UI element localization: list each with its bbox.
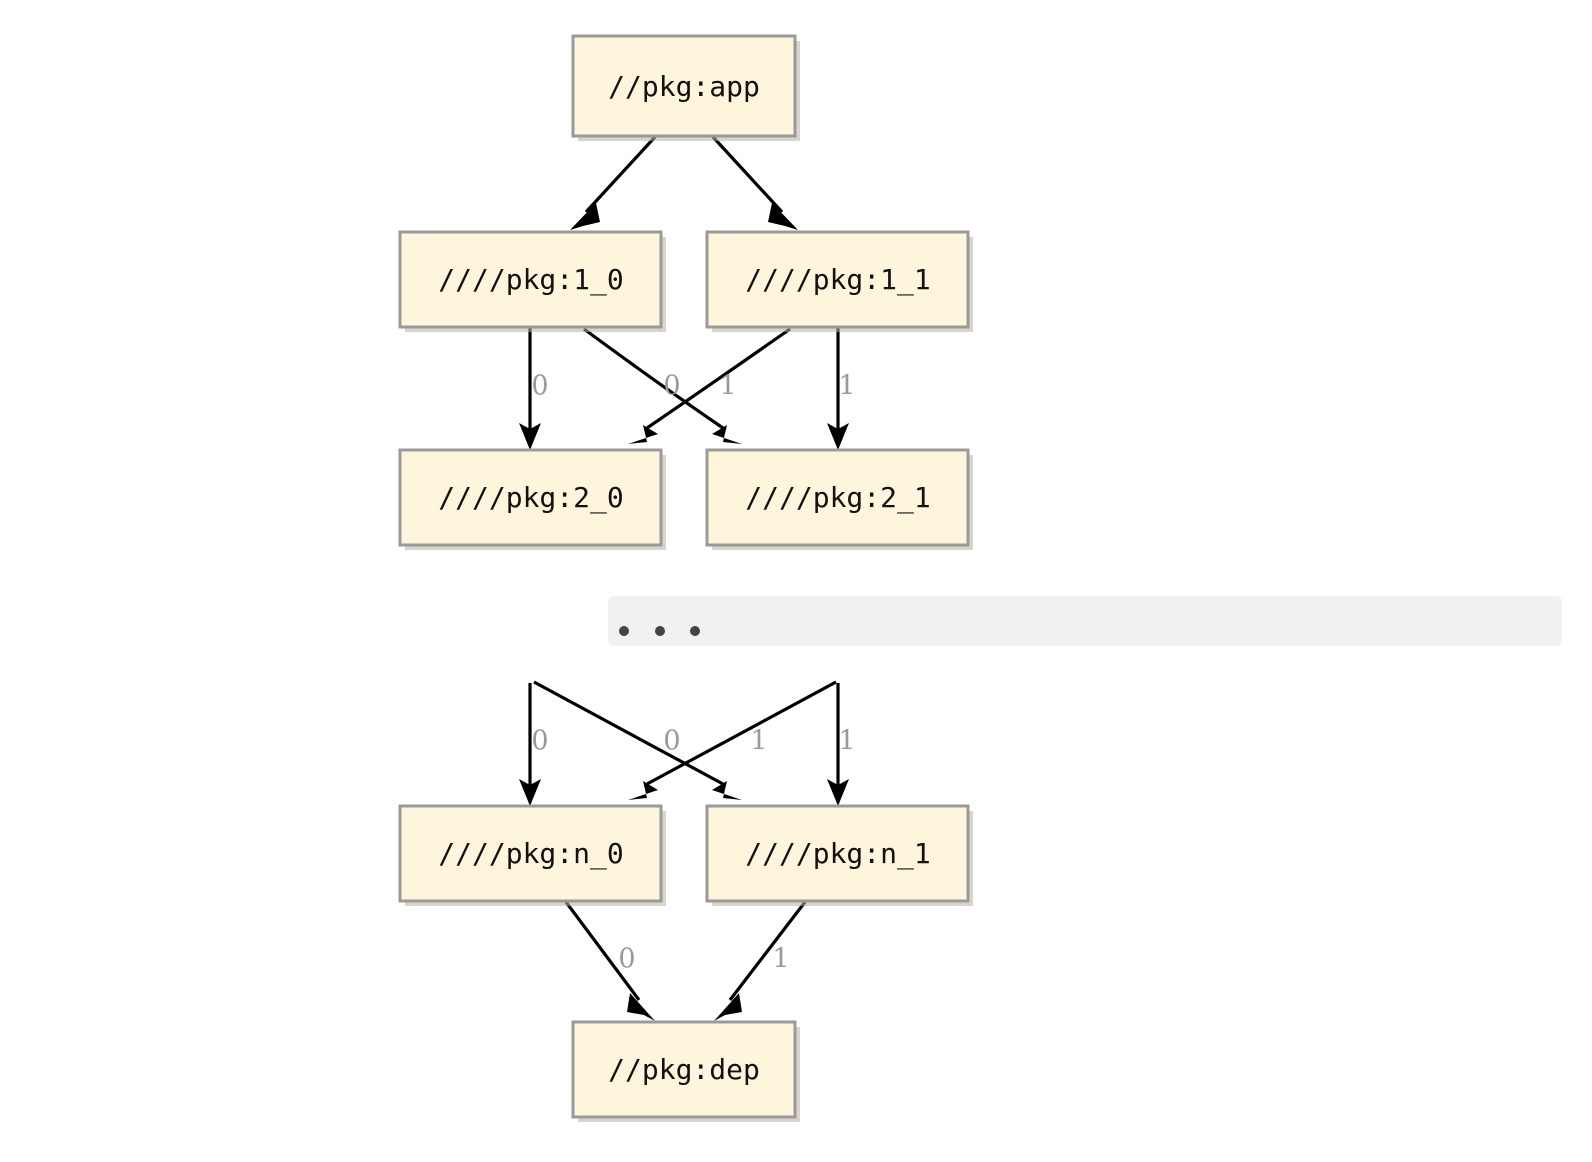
edge-line (711, 135, 784, 214)
edge-truncated-to-n_0-crossing[interactable] (628, 680, 837, 800)
arrowhead-icon (768, 203, 798, 230)
edge-1_0-to-2_1[interactable] (583, 327, 742, 444)
node-label: ////pkg:1_1 (745, 263, 930, 297)
arrowhead-icon (827, 423, 849, 450)
ellipsis-dot (655, 626, 665, 636)
edge-1_0-to-2_0[interactable] (519, 328, 541, 450)
node-box (571, 34, 797, 138)
ellipsis-dot (619, 626, 629, 636)
node-label: ////pkg:n_0 (438, 837, 623, 871)
node-box (705, 230, 970, 329)
edge-label-0-i: 0 (618, 944, 635, 975)
ellipsis-band (608, 596, 1562, 646)
arrowhead-icon (628, 425, 658, 444)
node-2_0[interactable]: ////pkg:2_0 (398, 448, 666, 550)
node-2_1[interactable]: ////pkg:2_1 (705, 448, 973, 550)
arrowhead-icon (712, 425, 742, 444)
node-label: //pkg:app (608, 70, 760, 103)
node-box (398, 804, 663, 903)
node-label: ////pkg:2_1 (745, 481, 930, 515)
arrowhead-icon (712, 781, 742, 800)
edge-1_1-to-2_0[interactable] (628, 327, 791, 444)
arrowhead-icon (570, 203, 600, 230)
edge-truncated-to-n_1-crossing[interactable] (533, 680, 742, 800)
edge-label-1-h: 1 (838, 726, 855, 757)
edge-label-1-j: 1 (772, 944, 789, 975)
edge-app-to-1_0[interactable] (570, 135, 657, 230)
node-n_1[interactable]: ////pkg:n_1 (705, 804, 973, 906)
arrowhead-icon (627, 993, 655, 1021)
node-box (705, 804, 970, 903)
arrowhead-icon (628, 781, 658, 800)
node-label: ////pkg:1_0 (438, 263, 623, 297)
edge-line (646, 327, 791, 430)
node-label: //pkg:dep (608, 1053, 760, 1086)
node-app[interactable]: //pkg:app (571, 34, 800, 141)
edge-line (533, 680, 724, 786)
ellipsis-separator (608, 596, 1562, 646)
edge-label-1-g: 1 (750, 726, 767, 757)
node-box (398, 448, 663, 547)
edge-label-0-b: 0 (663, 371, 680, 402)
node-box (705, 448, 970, 547)
node-label: ////pkg:n_1 (745, 837, 930, 871)
edge-label-0-a: 0 (531, 371, 548, 402)
edge-truncated-to-n_1-straight[interactable] (827, 683, 849, 806)
node-box (571, 1020, 797, 1119)
arrowhead-icon (519, 423, 541, 450)
edge-app-to-1_1[interactable] (711, 135, 798, 230)
edge-n_1-to-dep[interactable] (714, 901, 807, 1021)
arrowhead-icon (519, 779, 541, 806)
arrowhead-icon (714, 993, 742, 1021)
node-1_1[interactable]: ////pkg:1_1 (705, 230, 973, 332)
edge-label-0-e: 0 (531, 726, 548, 757)
edge-line (583, 327, 724, 430)
node-dep[interactable]: //pkg:dep (571, 1020, 800, 1122)
ellipsis-dot (690, 626, 700, 636)
edge-truncated-to-n_0-straight[interactable] (519, 683, 541, 806)
edge-1_1-to-2_1[interactable] (827, 328, 849, 450)
edge-line (646, 680, 837, 786)
node-label: ////pkg:2_0 (438, 481, 623, 515)
edge-label-1-c: 1 (719, 371, 736, 402)
edge-label-1-d: 1 (838, 371, 855, 402)
edge-line (584, 135, 657, 214)
edge-n_0-to-dep[interactable] (564, 901, 655, 1021)
edge-line (728, 901, 807, 1001)
node-1_0[interactable]: ////pkg:1_0 (398, 230, 666, 332)
edge-line (564, 901, 641, 1001)
node-box (398, 230, 663, 329)
arrowhead-icon (827, 779, 849, 806)
node-n_0[interactable]: ////pkg:n_0 (398, 804, 666, 906)
edge-label-0-f: 0 (663, 726, 680, 757)
